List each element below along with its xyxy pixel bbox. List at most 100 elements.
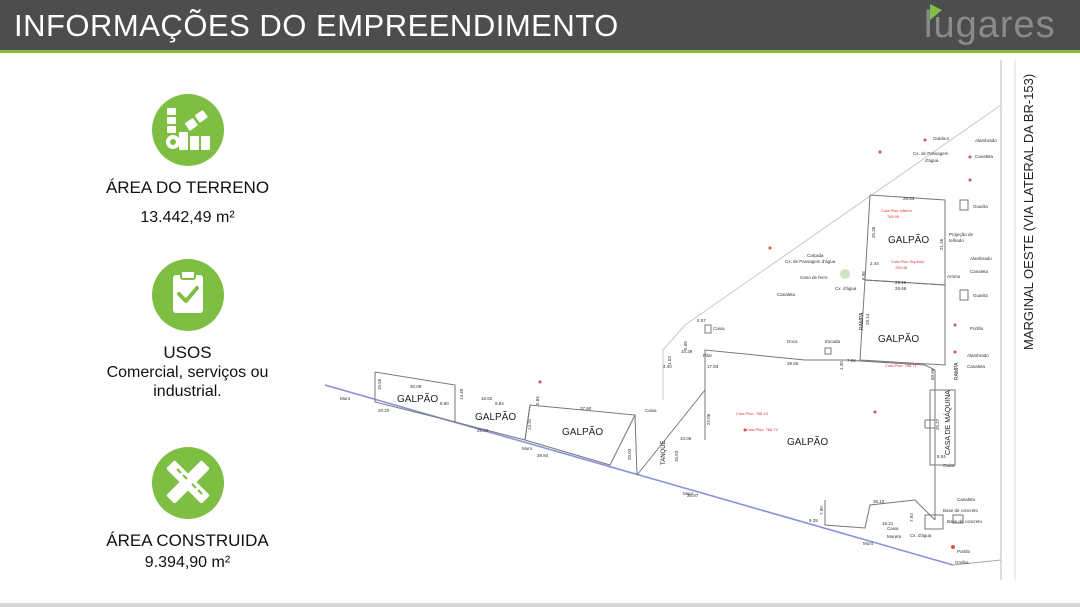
dim-label: 1.30 — [839, 361, 844, 370]
dim-label: 16.62 — [481, 396, 493, 401]
dim-label: 7.90 — [819, 506, 824, 515]
cota-value-2: 769.48 — [895, 265, 908, 270]
label-doca: Doca — [787, 339, 798, 344]
site-plan: MARGINAL OESTE (VIA LATERAL DA BR-153) G… — [325, 60, 1036, 580]
dim-label: 30.09 — [410, 384, 422, 389]
dim-label: 8.04 — [937, 454, 946, 459]
header-bar: INFORMAÇÕES DO EMPREENDIMENTO lugares — [0, 0, 1080, 50]
dim-label: 13.40 — [459, 388, 464, 400]
brand-logo: lugares — [922, 2, 1077, 48]
label-guarita-2: Guarita — [973, 293, 988, 298]
page-title: INFORMAÇÕES DO EMPREENDIMENTO — [14, 8, 619, 43]
label-muro-4: Muro — [863, 541, 874, 546]
dim-label: 28.14 — [865, 313, 870, 325]
cota-label-3: Cota Piso: 766.71 — [885, 363, 918, 368]
galpao-label-1: GALPÃO — [397, 392, 438, 405]
dim-label: 10.29 — [681, 349, 693, 354]
header-accent-line — [0, 50, 1080, 53]
usos-desc-line2: industrial. — [153, 383, 222, 400]
boundary-line — [325, 384, 954, 566]
pencil-ruler-icon — [151, 447, 224, 519]
rampa-label-2: RAMPA — [954, 362, 960, 380]
label-cx-dagua: Cx. d'água — [835, 286, 857, 291]
label-telhado: telhado — [949, 238, 964, 243]
dim-label: 7.02 — [847, 358, 856, 363]
label-projecao: Projeção de — [949, 232, 974, 237]
dim-label: 17.83 — [707, 364, 719, 369]
label-dagua: d'água — [925, 158, 939, 163]
dim-label: 29.15 — [895, 280, 907, 285]
dim-label: 60.96 — [930, 368, 935, 380]
dim-label: 25.36 — [871, 226, 876, 238]
label-cx-dagua-2: Cx. d'água — [910, 533, 932, 538]
dim-label: 26.68 — [895, 286, 907, 291]
dim-label: 39.56 — [787, 361, 799, 366]
dim-label: 39.84 — [537, 453, 549, 458]
dim-label: 9.39 — [809, 518, 818, 523]
info-construida: ÁREA CONSTRUIDA 9.394,90 m² — [60, 447, 315, 573]
dim-label: 25.27 — [935, 418, 940, 430]
label-mureta: Mureta — [887, 534, 902, 539]
label-canaleta-5: Canaleta — [957, 497, 976, 502]
dim-label: 5.84 — [535, 396, 540, 405]
dim-label: 21.36 — [939, 238, 944, 250]
galpao-label-3: GALPÃO — [562, 425, 603, 438]
terreno-value: 13.442,49 m² — [140, 209, 235, 226]
tanque-label: TANQUE — [661, 440, 667, 465]
dim-label: 10.53 — [674, 450, 679, 462]
label-alambrado-3: Alambrado — [967, 353, 989, 358]
galpao-label-4: GALPÃO — [787, 435, 828, 448]
label-caixa-1: Caixa — [713, 326, 725, 331]
label-alambrado-1: Alambrado — [975, 138, 997, 143]
dim-label: 14.31 — [527, 418, 532, 430]
construida-label: ÁREA CONSTRUIDA — [106, 531, 269, 550]
label-canaleta-1: Canaleta — [975, 154, 994, 159]
cota-label-4: Cota Piso: 766.43 — [736, 411, 769, 416]
footer-line — [0, 603, 1080, 607]
dim-label: 20.20 — [378, 408, 390, 413]
label-outdoor: Outdoor — [933, 136, 950, 141]
brand-name: lugares — [924, 4, 1056, 46]
label-portao-1: Portão — [970, 326, 984, 331]
dim-label: 1.53 — [667, 356, 672, 365]
label-grelha: Grelha — [955, 560, 969, 565]
label-escada: Escada — [825, 339, 841, 344]
info-terreno: ÁREA DO TERRENO 13.442,49 m² — [60, 94, 315, 228]
dim-label: 36.10 — [873, 499, 885, 504]
label-canaleta-4: Canaleta — [967, 364, 986, 369]
plan-markers — [538, 138, 972, 549]
galpao-label-6: GALPÃO — [888, 233, 929, 246]
label-canaleta-2: Canaleta — [970, 269, 989, 274]
cota-value-1: 765.99 — [887, 214, 900, 219]
dim-label: 20.03 — [627, 448, 632, 460]
usos-desc-line1: Comercial, serviços ou — [106, 364, 269, 381]
dim-label: 26.53 — [903, 196, 915, 201]
dim-label: 8.96 — [861, 271, 866, 280]
dim-label: 10.56 — [377, 378, 382, 390]
dim-label: 9.84 — [495, 401, 504, 406]
dim-label: 22.06 — [706, 413, 711, 425]
label-base-concreto-1: Base de concreto — [943, 508, 979, 513]
cota-label-2: Cota Piso Superior — [891, 259, 925, 264]
label-caixa-4: Caixa — [887, 526, 899, 531]
dim-label: 10.06 — [680, 436, 692, 441]
dim-label: 2.57 — [697, 318, 706, 323]
label-cano-ferro: Cano de ferro — [800, 275, 828, 280]
dim-label: 28.04 — [477, 428, 489, 433]
galpao-label-5: GALPÃO — [878, 332, 919, 345]
label-calcada: Calçada — [807, 253, 824, 258]
label-pilar: Pilar — [703, 353, 713, 358]
clipboard-check-icon — [151, 259, 224, 331]
label-cx-passagem-agua: Cx. de Passagem d'água — [785, 259, 836, 264]
galpao-label-2: GALPÃO — [475, 410, 516, 423]
label-muro-2: Muro — [522, 446, 533, 451]
dim-label: 37.90 — [580, 406, 592, 411]
label-caixa-2: Caixa — [645, 408, 657, 413]
label-base-concreto-2: Base de concreto — [947, 519, 983, 524]
construida-value: 9.394,90 m² — [144, 554, 231, 571]
dim-label: 4.40 — [663, 364, 672, 369]
label-alambrado-2: Alambrado — [970, 256, 992, 261]
land-area-icon — [151, 94, 224, 166]
terreno-label: ÁREA DO TERRENO — [105, 178, 270, 197]
dim-label: 7.93 — [909, 513, 914, 522]
